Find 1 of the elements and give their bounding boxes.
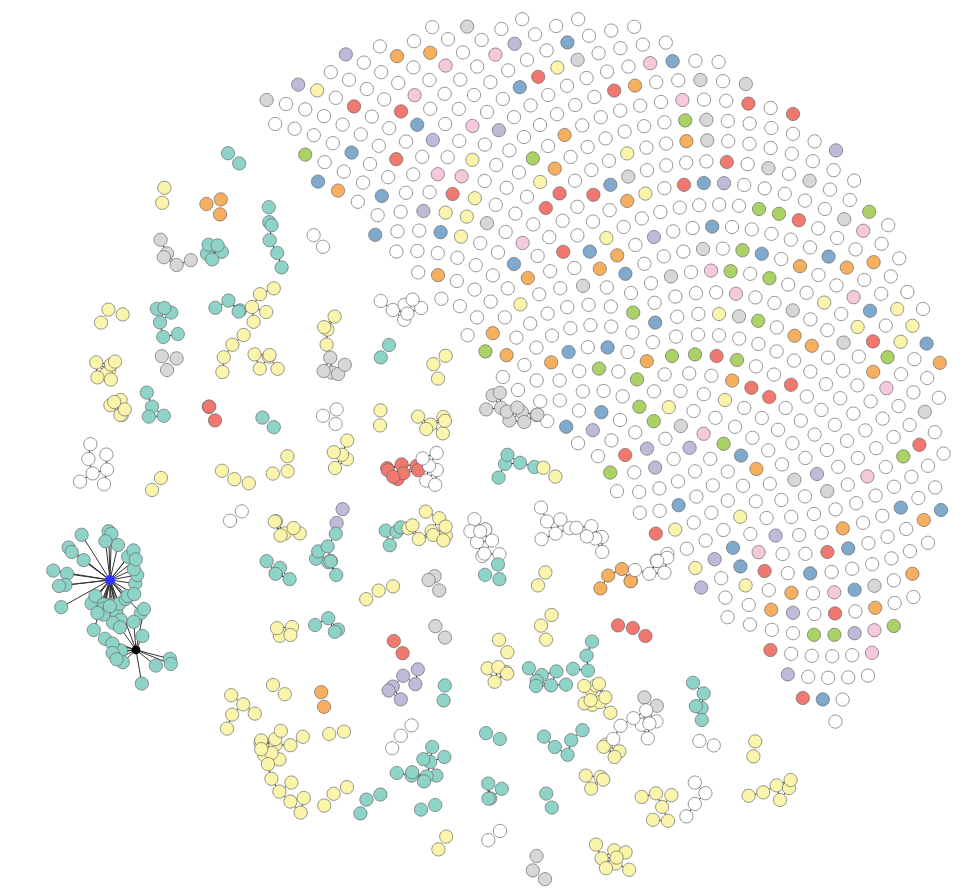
network-graph-drawing xyxy=(46,12,951,887)
